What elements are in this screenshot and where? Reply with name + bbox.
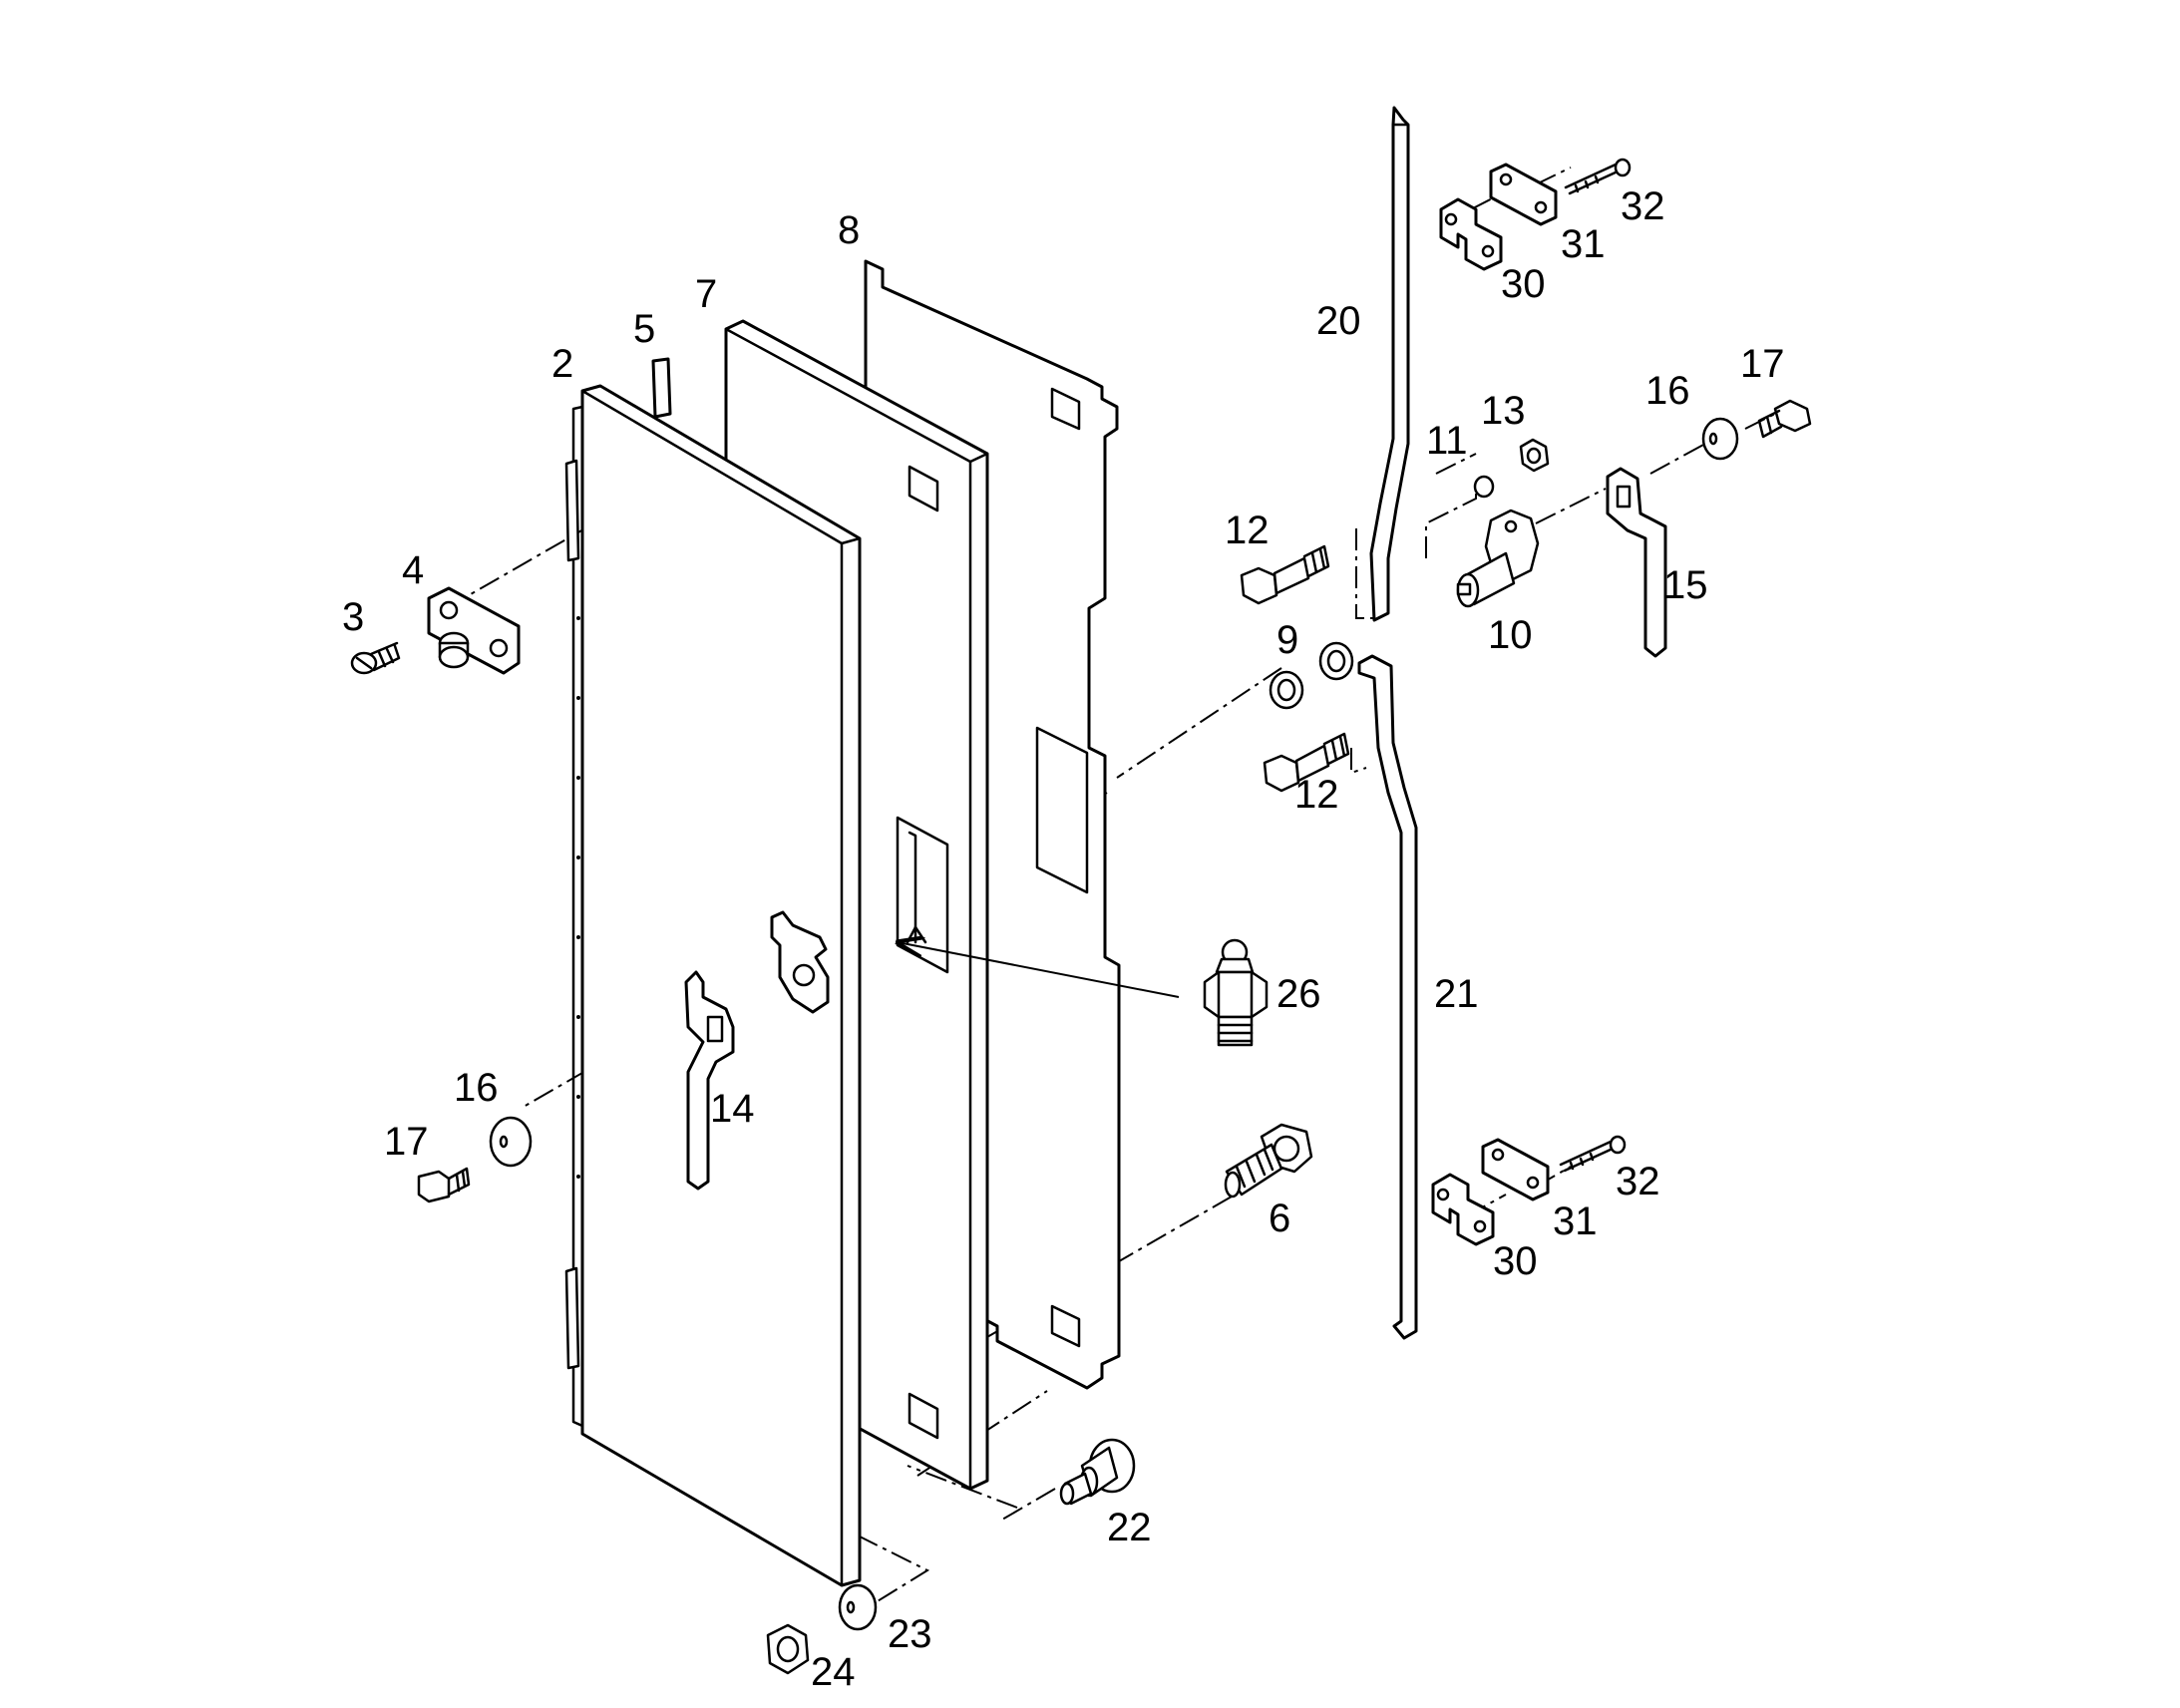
callout-labels: 2 3 4 5 7 8 14 16 17 22 23 24 26 6 12 12… — [342, 184, 1785, 1694]
callout-20: 20 — [1316, 299, 1361, 343]
part-23-washer — [838, 1583, 878, 1631]
callout-13: 13 — [1481, 389, 1526, 433]
callout-15: 15 — [1663, 563, 1708, 607]
callout-32-lower: 32 — [1616, 1160, 1660, 1203]
callout-4: 4 — [402, 548, 424, 592]
part-26-grease-nipple — [898, 940, 1269, 1047]
callout-21: 21 — [1434, 972, 1479, 1016]
part-17-bolt-left — [417, 1167, 471, 1203]
callout-16-right: 16 — [1645, 369, 1690, 413]
part-15-handle — [1606, 467, 1667, 658]
callout-30-upper: 30 — [1501, 262, 1546, 306]
callout-2: 2 — [551, 342, 573, 386]
part-3-screw — [350, 641, 401, 675]
part-12-bolt-lower — [1263, 732, 1350, 793]
callout-8: 8 — [838, 208, 860, 252]
part-6-hex-bolt — [1224, 1123, 1313, 1198]
part-31-clamp-upper — [1489, 163, 1558, 226]
callout-11: 11 — [1426, 419, 1468, 463]
callout-17-left: 17 — [384, 1120, 429, 1164]
callout-22: 22 — [1107, 1506, 1152, 1549]
part-16-washer-right — [1701, 417, 1739, 461]
part-16-washer-left — [489, 1116, 533, 1168]
part-10-spindle — [1456, 509, 1540, 608]
hinge-dots — [576, 616, 580, 1179]
callout-10: 10 — [1488, 613, 1533, 657]
part-14-handle — [684, 970, 735, 1191]
part-4-striker-plate — [427, 586, 521, 675]
callout-6: 6 — [1269, 1196, 1290, 1240]
callout-16-left: 16 — [454, 1066, 499, 1110]
callout-24: 24 — [811, 1650, 856, 1694]
part-17-bolt-right — [1757, 399, 1812, 439]
callout-30-lower: 30 — [1493, 1239, 1538, 1283]
callout-31-lower: 31 — [1553, 1199, 1598, 1243]
part-13-nut — [1519, 438, 1550, 473]
callout-12-lower: 12 — [1294, 773, 1339, 817]
part-30-guide-upper — [1439, 197, 1503, 271]
callout-5: 5 — [633, 307, 655, 351]
callout-12-upper: 12 — [1225, 509, 1270, 552]
part-30-guide-lower — [1431, 1173, 1495, 1246]
callout-32-upper: 32 — [1621, 184, 1665, 228]
part-2-door — [564, 384, 862, 1587]
callout-26: 26 — [1276, 972, 1321, 1016]
callout-17-right: 17 — [1740, 342, 1785, 386]
part-32-screw-upper — [1564, 158, 1632, 195]
part-21-lower-rod — [1357, 654, 1418, 1340]
callout-23: 23 — [888, 1612, 932, 1656]
callout-31-upper: 31 — [1561, 222, 1606, 266]
callout-9: 9 — [1276, 618, 1298, 662]
part-9-spacer — [1269, 641, 1354, 710]
callout-14: 14 — [710, 1087, 755, 1131]
part-24-nut — [766, 1623, 810, 1675]
part-20-upper-rod — [1369, 106, 1410, 622]
callout-7: 7 — [695, 272, 717, 316]
part-5-seal-strip — [651, 357, 672, 419]
part-11-washer — [1473, 475, 1495, 499]
part-12-bolt-upper — [1240, 544, 1330, 605]
callout-3: 3 — [342, 595, 364, 639]
part-22-stud — [1059, 1438, 1136, 1506]
part-31-clamp-lower — [1481, 1138, 1550, 1201]
part-32-screw-lower — [1559, 1135, 1627, 1173]
latch-bracket — [770, 910, 830, 1014]
